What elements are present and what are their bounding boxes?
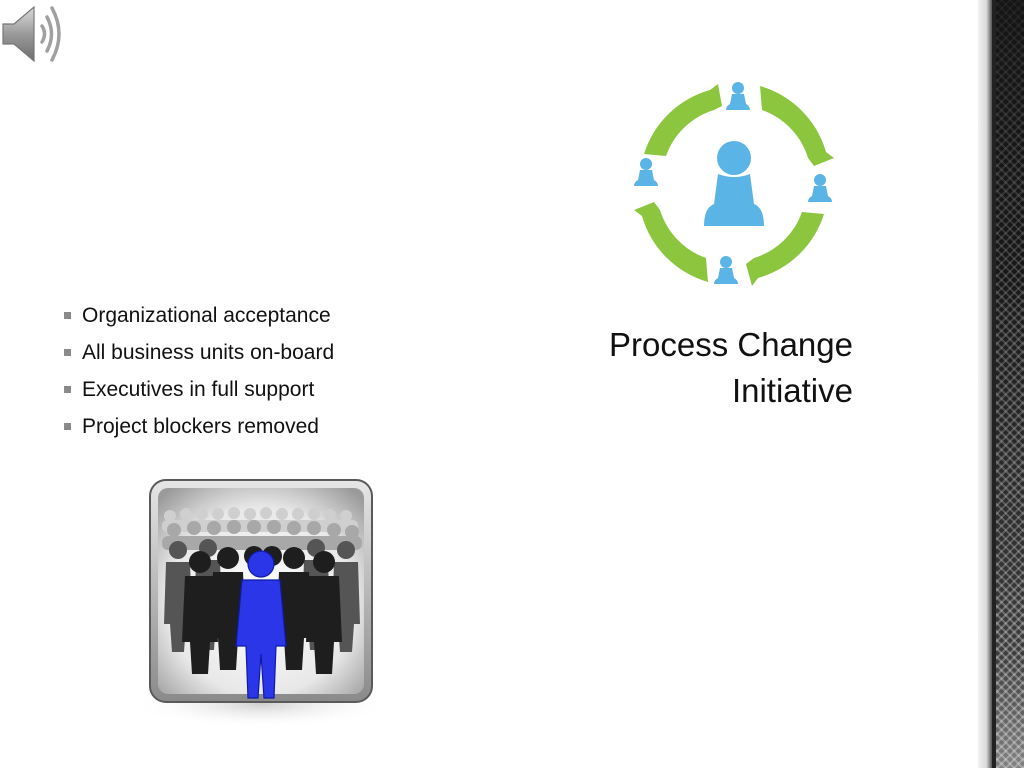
bullet-square-icon bbox=[64, 386, 71, 393]
bullet-square-icon bbox=[64, 312, 71, 319]
title-line: Process Change bbox=[609, 326, 853, 363]
people-cycle-icon bbox=[634, 82, 834, 286]
bullet-square-icon bbox=[64, 349, 71, 356]
bullet-list: Organizational acceptance All business u… bbox=[62, 300, 334, 448]
speaker-icon[interactable] bbox=[0, 2, 70, 66]
bullet-square-icon bbox=[64, 423, 71, 430]
slide-title: Process Change Initiative bbox=[533, 322, 853, 414]
bullet-text: Executives in full support bbox=[82, 378, 315, 401]
crowd-leader-icon bbox=[130, 479, 394, 728]
border-fade bbox=[996, 0, 1024, 768]
list-item: All business units on-board bbox=[62, 337, 334, 374]
title-line: Initiative bbox=[731, 372, 853, 409]
list-item: Executives in full support bbox=[62, 374, 334, 411]
bullet-text: Organizational acceptance bbox=[82, 304, 331, 327]
decorative-border bbox=[978, 0, 1024, 768]
list-item: Organizational acceptance bbox=[62, 300, 334, 337]
list-item: Project blockers removed bbox=[62, 411, 334, 448]
border-bevel bbox=[978, 0, 992, 768]
bullet-text: Project blockers removed bbox=[82, 415, 319, 438]
bullet-text: All business units on-board bbox=[82, 341, 335, 364]
